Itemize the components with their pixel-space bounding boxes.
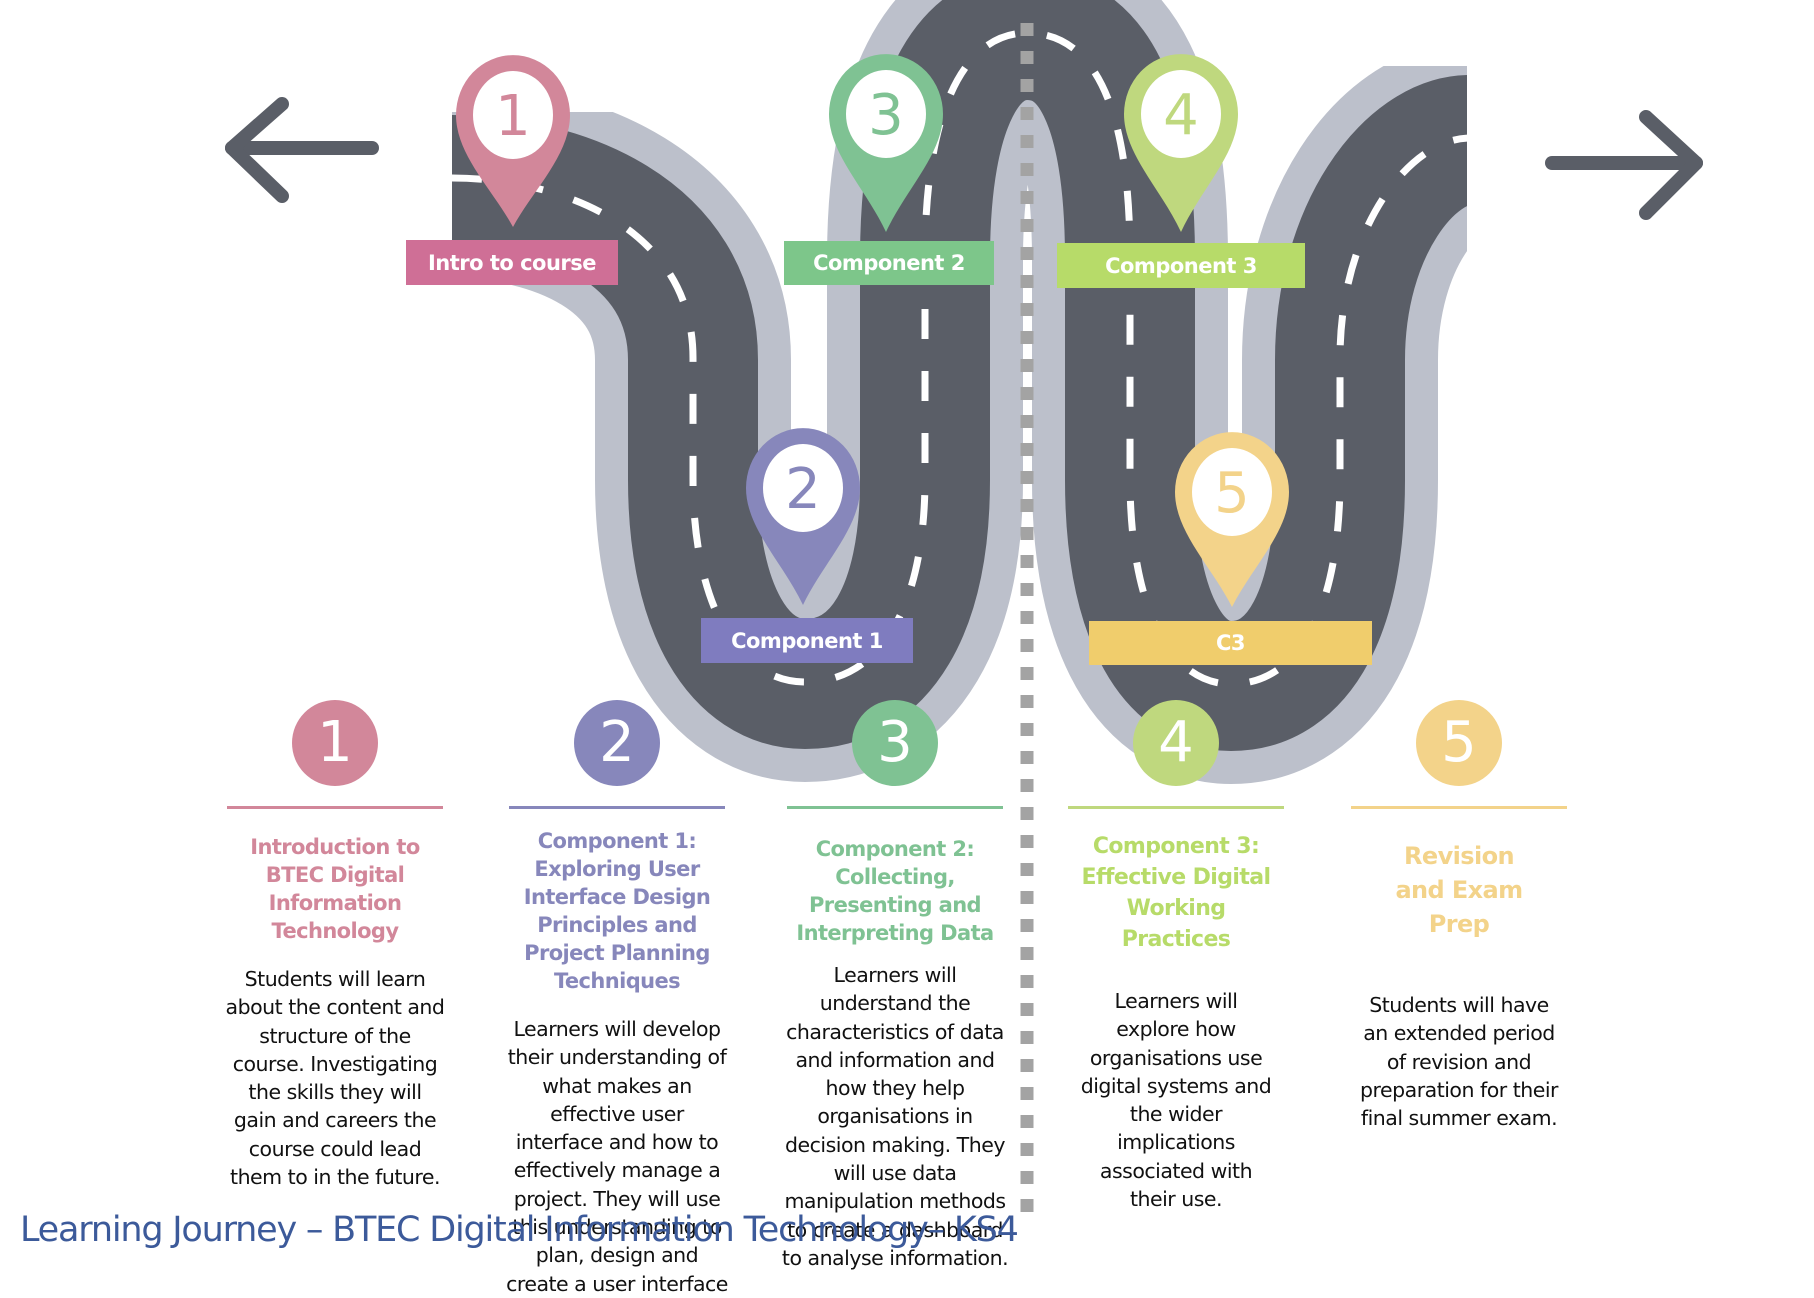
winding-road bbox=[452, 0, 1467, 784]
pin-label-component-3: Component 3 bbox=[1057, 243, 1305, 288]
pin-head bbox=[1192, 448, 1272, 536]
map-pin-1: 1 bbox=[456, 55, 570, 227]
pin-label-component-2: Component 2 bbox=[784, 241, 994, 285]
pin-label-intro: Intro to course bbox=[406, 240, 618, 285]
road-map: 1 2 3 4 5 bbox=[225, 0, 1703, 1220]
stage-heading: Component 3: Effective Digital Working P… bbox=[1081, 834, 1272, 952]
pin-head bbox=[846, 70, 926, 158]
map-pin-2: 2 bbox=[746, 428, 860, 605]
divider-line bbox=[227, 806, 443, 809]
pin-number: 2 bbox=[785, 457, 821, 522]
divider-line bbox=[1068, 806, 1284, 809]
stage-heading: Component 1: Exploring User Interface De… bbox=[523, 829, 711, 993]
stage-number-badge: 4 bbox=[1133, 700, 1219, 786]
divider-line bbox=[1351, 806, 1567, 809]
map-pin-4: 4 bbox=[1124, 54, 1238, 233]
page-title: Learning Journey – BTEC Digital Informat… bbox=[20, 1210, 1019, 1250]
stage-heading: Revision and Exam Prep bbox=[1395, 842, 1523, 938]
stage-number-badge: 5 bbox=[1416, 700, 1502, 786]
stage-column-3: 3 Component 2: Collecting, Presenting an… bbox=[775, 700, 1015, 1272]
map-pin-3: 3 bbox=[829, 54, 943, 233]
stage-description: Learners will explore how organisations … bbox=[1080, 989, 1272, 1212]
pin-number: 5 bbox=[1214, 461, 1250, 526]
pin-number: 1 bbox=[495, 84, 531, 149]
stage-heading: Component 2: Collecting, Presenting and … bbox=[796, 837, 994, 945]
stage-column-4: 4 Component 3: Effective Digital Working… bbox=[1056, 700, 1296, 1213]
stage-column-1: 1 Introduction to BTEC Digital Informati… bbox=[215, 700, 455, 1191]
stage-number-badge: 3 bbox=[852, 700, 938, 786]
pin-number: 4 bbox=[1163, 83, 1199, 148]
pin-label-c3: C3 bbox=[1089, 621, 1372, 665]
arrow-right-icon[interactable] bbox=[1545, 110, 1703, 220]
pin-head bbox=[763, 444, 843, 532]
stage-heading: Introduction to BTEC Digital Information… bbox=[250, 835, 420, 943]
pin-label-component-1: Component 1 bbox=[701, 618, 913, 663]
stage-description: Students will learn about the content an… bbox=[225, 967, 445, 1190]
divider-line bbox=[787, 806, 1003, 809]
lane-markings bbox=[452, 29, 1467, 688]
arrow-left-icon[interactable] bbox=[225, 97, 379, 203]
divider-line bbox=[509, 806, 725, 809]
pin-head bbox=[1141, 70, 1221, 158]
pin-number: 3 bbox=[868, 83, 904, 148]
map-pin-5: 5 bbox=[1175, 432, 1289, 607]
stage-number-badge: 1 bbox=[292, 700, 378, 786]
stage-description: Students will have an extended period of… bbox=[1360, 993, 1558, 1131]
stage-number-badge: 2 bbox=[574, 700, 660, 786]
mask bbox=[1340, 0, 1467, 66]
pin-head bbox=[473, 71, 553, 159]
stage-column-5: 5 Revision and Exam Prep Students will h… bbox=[1339, 700, 1579, 1132]
stage-column-2: 2 Component 1: Exploring User Interface … bbox=[497, 700, 737, 1298]
